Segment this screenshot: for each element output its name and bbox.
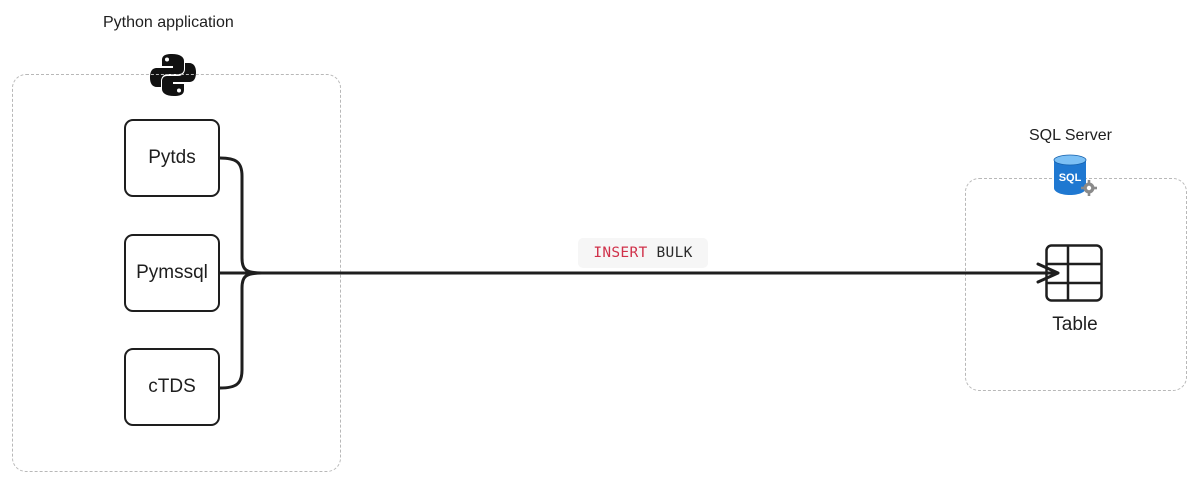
library-pymssql[interactable]: Pymssql [124,234,220,312]
connector-ctds [218,271,264,390]
library-ctds-label: cTDS [148,376,196,397]
library-pytds-label: Pytds [148,147,196,168]
library-pytds[interactable]: Pytds [124,119,220,197]
sql-server-title: SQL Server [1029,127,1112,144]
sql-database-icon: SQL [1052,152,1100,200]
bulk-keyword: BULK [656,245,693,261]
sql-icon-text: SQL [1059,172,1082,184]
python-app-title: Python application [103,14,234,31]
insert-bulk-label: INSERT BULK [578,238,708,268]
library-pymssql-label: Pymssql [136,262,208,283]
connector-pytds [218,156,264,275]
python-logo-icon [148,52,198,98]
library-ctds[interactable]: cTDS [124,348,220,426]
arrow-head [1036,262,1060,284]
table-label: Table [1052,314,1098,335]
insert-keyword: INSERT [593,245,648,261]
